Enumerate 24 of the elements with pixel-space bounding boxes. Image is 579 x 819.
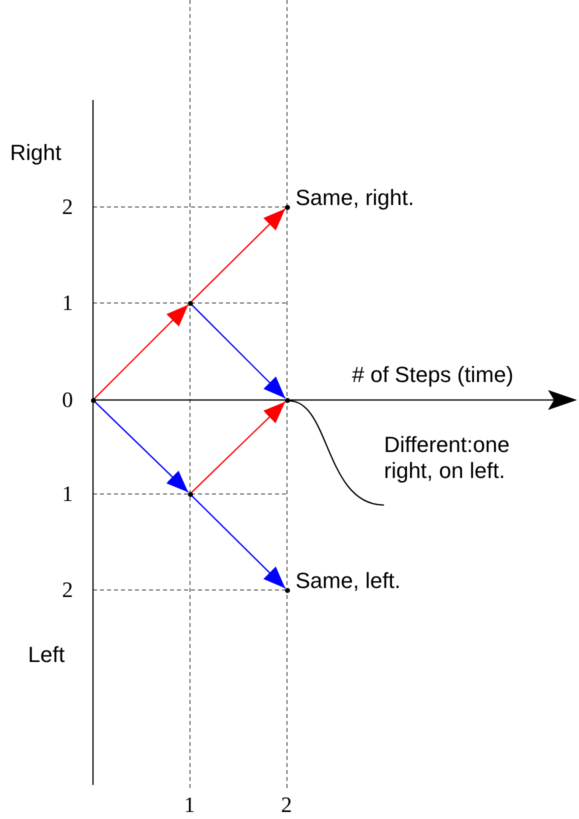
annotation-text: Different:one right, on left. [384, 432, 511, 484]
arrow [191, 495, 286, 589]
arrow [191, 401, 286, 493]
leader-line [289, 400, 384, 506]
lattice-point [188, 300, 192, 306]
lattice-point [90, 398, 96, 402]
tick-label: 1 [62, 481, 73, 507]
arrow [191, 304, 286, 399]
tick-label: 1 [184, 792, 195, 818]
arrow [94, 401, 189, 493]
tick-label: 0 [62, 387, 73, 413]
axis-label: Right [10, 140, 62, 166]
arrow [94, 304, 189, 399]
tick-label: 2 [62, 577, 73, 603]
lattice-point [284, 398, 290, 402]
axis-label: Left [28, 642, 65, 668]
tick-label: 1 [62, 290, 73, 316]
outcome-label: Same, left. [296, 568, 401, 594]
arrow [191, 208, 286, 302]
axis-label: # of Steps (time) [352, 362, 514, 388]
lattice-point [188, 492, 192, 496]
tick-label: 2 [281, 792, 292, 818]
tick-label: 2 [62, 194, 73, 220]
outcome-label: Same, right. [296, 184, 414, 210]
